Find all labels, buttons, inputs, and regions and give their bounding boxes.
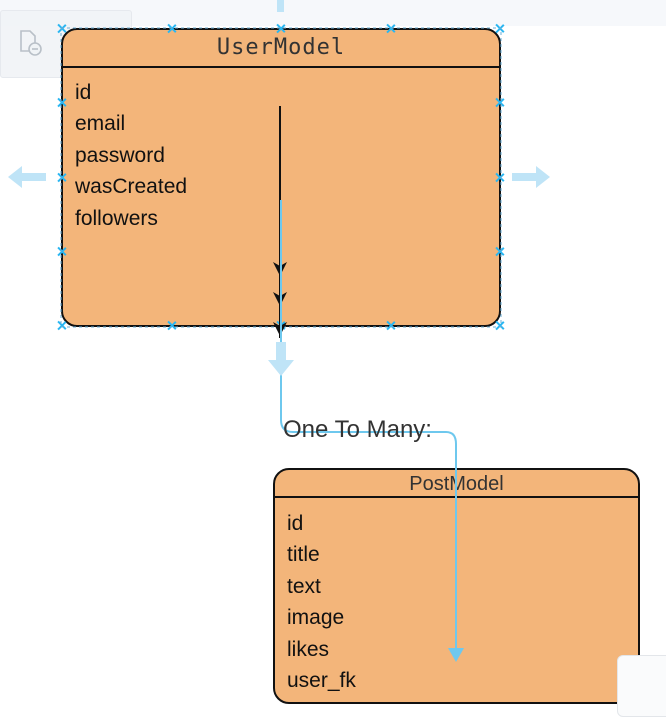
selection-handle[interactable] xyxy=(57,247,66,256)
selection-handle[interactable] xyxy=(57,24,66,33)
selection-handle[interactable] xyxy=(167,321,176,330)
entity-title: PostModel xyxy=(275,470,638,498)
selection-handle[interactable] xyxy=(57,173,66,182)
field-item: password xyxy=(75,143,165,167)
selection-handle[interactable] xyxy=(495,173,504,182)
top-hover-arrow-icon[interactable] xyxy=(277,0,284,12)
field-list: id email password wasCreated followers xyxy=(75,77,187,234)
selection-handle[interactable] xyxy=(57,98,66,107)
right-hover-arrow-icon[interactable] xyxy=(512,166,550,188)
relation-label[interactable]: One To Many: xyxy=(283,416,432,443)
field-item: id xyxy=(287,512,304,535)
selection-handle[interactable] xyxy=(276,24,285,33)
selection-handle[interactable] xyxy=(57,321,66,330)
shape-remove-icon[interactable] xyxy=(13,25,47,59)
field-item: title xyxy=(287,543,320,567)
bottom-hover-arrow-icon[interactable] xyxy=(268,342,294,376)
selection-handle[interactable] xyxy=(386,24,395,33)
field-item: image xyxy=(287,606,345,630)
field-item: likes xyxy=(287,637,330,661)
selection-handle[interactable] xyxy=(495,321,504,330)
entity-title: UserModel xyxy=(63,30,499,68)
user-model-entity[interactable]: UserModel id email password wasCreated f… xyxy=(61,28,501,327)
field-item: id xyxy=(75,81,92,104)
selection-handle[interactable] xyxy=(167,24,176,33)
field-item: email xyxy=(75,112,126,136)
selection-handle[interactable] xyxy=(495,24,504,33)
selection-handle[interactable] xyxy=(495,98,504,107)
field-item: user_fk xyxy=(287,668,356,692)
selection-handle[interactable] xyxy=(495,247,504,256)
selection-handle[interactable] xyxy=(386,321,395,330)
field-item: wasCreated xyxy=(75,175,188,199)
field-item: followers xyxy=(75,206,158,230)
selection-handle[interactable] xyxy=(276,321,285,330)
outline-panel-toggle[interactable] xyxy=(617,655,666,717)
post-model-entity[interactable]: PostModel id title text image likes user… xyxy=(273,468,640,704)
field-item: text xyxy=(287,574,321,598)
left-hover-arrow-icon[interactable] xyxy=(8,166,46,188)
field-list: id title text image likes user_fk xyxy=(287,508,356,696)
